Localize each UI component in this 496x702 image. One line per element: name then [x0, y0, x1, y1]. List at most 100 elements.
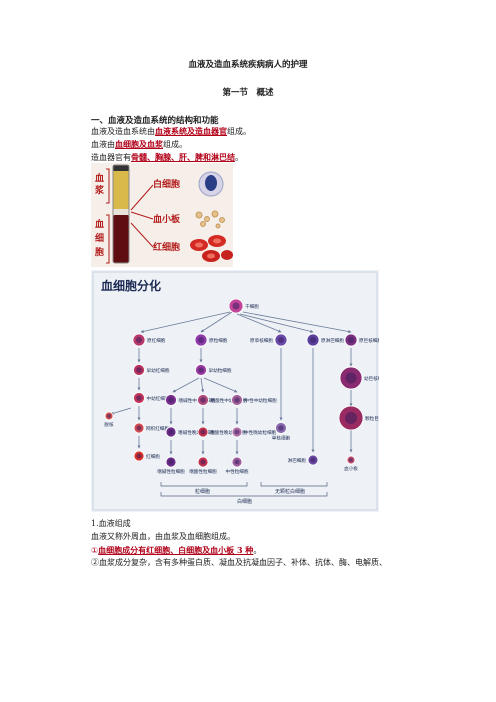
nucleus-icon [107, 414, 111, 418]
bracket-leukocyte: 白细胞 [237, 498, 252, 505]
cell-node-early-erythro: 早幼红细胞 [133, 364, 170, 376]
cell-label: 早幼粒细胞 [209, 367, 232, 374]
cell-node-mid-erythro: 中幼红细胞 [133, 392, 170, 404]
side-label: 血 [95, 172, 104, 184]
cell-node-stem: 干细胞 [228, 298, 259, 314]
text: 组成。 [227, 127, 251, 136]
nucleus-icon [310, 337, 316, 343]
side-label: 胞 [94, 246, 104, 258]
highlight: 血液系统及造血器官 [155, 126, 227, 136]
cell-node-mono: 单核细胞 [272, 422, 291, 442]
label-platelet: 血小板 [153, 213, 181, 225]
cell-label: 原粒细胞 [209, 337, 228, 344]
cell-label: 嗜酸性晚幼粒细胞 [210, 429, 247, 436]
nucleus-icon [278, 425, 284, 431]
highlight: 骨髓、胸腺、肝、脾和淋巴结 [131, 152, 235, 162]
cell-node-baso-late: 嗜碱性晚幼粒细胞 [165, 426, 215, 438]
label-rbc: 红细胞 [153, 241, 180, 253]
cell-node-early-granulo: 早幼粒细胞 [195, 364, 232, 376]
nucleus-icon [198, 367, 204, 373]
paragraph-blood: 血液由血细胞及血浆组成。 [91, 139, 187, 150]
text: 。 [235, 153, 243, 162]
cell-node-baso: 嗜碱性粒细胞 [157, 456, 185, 475]
text: 组成。 [163, 140, 187, 149]
label-wbc: 白细胞 [153, 178, 180, 190]
text: 血液由 [91, 140, 115, 149]
cell-label: 中幼红细胞 [147, 395, 170, 402]
cell-differentiation-chart: 血细胞分化 干细胞原红细胞原粒细胞原单核细胞原淋巴细胞原巨核细胞早幼红细胞早幼粒… [91, 270, 379, 512]
cell-node-eos-late: 嗜酸性晚幼粒细胞 [197, 426, 247, 438]
nucleus-icon [168, 429, 174, 435]
nucleus-icon [345, 372, 357, 384]
highlight: 血细胞及血浆 [115, 139, 163, 149]
cell-label: 嗜酸性中幼粒细胞 [211, 397, 248, 404]
cell-node-eos: 嗜酸性粒细胞 [189, 456, 217, 475]
cell-node-granular-mega: 颗粒巨核细胞 [338, 405, 379, 431]
blood-tube-illustration: 血 浆 血 细 胞 白细胞 血小 [91, 163, 233, 267]
heading-structure: 一、血液及造血系统的结构和功能 [91, 116, 219, 126]
nucleus-icon [168, 397, 174, 403]
cell-label: 中性中幼粒细胞 [245, 397, 278, 404]
cell-label: 颗粒巨核细胞 [365, 415, 379, 422]
cell-label: 中性晚幼粒细胞 [244, 429, 277, 436]
cell-label: 原单核细胞 [250, 337, 273, 344]
side-label: 浆 [94, 184, 105, 196]
red-cell-icon [190, 235, 233, 262]
cell-node-lympho: 淋巴细胞 [288, 454, 319, 466]
bullet-plasma: ②血浆成分复杂，含有多种蛋白质、凝血及抗凝血因子、补体、抗体、酶、电解质、 [91, 558, 387, 567]
nucleus-icon [198, 337, 204, 343]
cell-label: 脱核 [104, 421, 114, 428]
cell-label: 原淋巴细胞 [321, 337, 344, 344]
cell-node-platelet: 血小板 [344, 455, 358, 472]
paragraph-organs: 造血器官有骨髓、胸腺、肝、脾和淋巴结。 [91, 152, 243, 163]
nucleus-icon [278, 337, 284, 343]
cell-label: 红细胞 [146, 453, 160, 460]
cell-label: 早幼红细胞 [147, 367, 170, 374]
document-title: 血液及造血系统疾病病人的护理 [188, 60, 308, 70]
bracket-granulocyte: 粒细胞 [195, 488, 210, 495]
section-title: 第一节 概述 [222, 88, 274, 98]
cell-node-nucleus-out: 脱核 [104, 411, 114, 428]
bracket-agranulocyte: 无颗粒白细胞 [275, 488, 305, 495]
side-label: 细 [95, 232, 104, 244]
cell-label: 淋巴细胞 [288, 457, 307, 464]
nucleus-icon [168, 459, 174, 465]
nucleus-icon [232, 302, 240, 310]
blood-tube-figure: 血 浆 血 细 胞 白细胞 血小 [91, 163, 233, 267]
cell-node-baso-mid: 嗜碱性中幼粒细胞 [165, 394, 216, 406]
cell-differentiation-diagram: 血细胞分化 干细胞原红细胞原粒细胞原单核细胞原淋巴细胞原巨核细胞早幼红细胞早幼粒… [91, 270, 379, 512]
cell-label: 幼巨核细胞 [364, 375, 379, 382]
chart-title: 血细胞分化 [101, 278, 161, 293]
cell-label: 单核细胞 [272, 435, 291, 442]
text: 。 [253, 546, 262, 555]
cell-node-neut-mid: 中性中幼粒细胞 [231, 394, 278, 406]
bullet-mark: ① [91, 546, 99, 555]
cell-label: 干细胞 [245, 303, 259, 310]
cell-node-mega-root: 原巨核细胞 [344, 333, 379, 347]
highlight: 血细胞成分有红细胞、白细胞及血小板 3 种 [98, 545, 254, 555]
nucleus-icon [349, 458, 353, 462]
cell-node-neut-late: 中性晚幼粒细胞 [231, 426, 277, 438]
nucleus-icon [136, 337, 142, 343]
cell-node-immature-mega: 幼巨核细胞 [339, 366, 379, 390]
cell-label: 嗜碱性中幼粒细胞 [179, 397, 216, 404]
cell-node-granulo-root: 原粒细胞 [194, 333, 228, 347]
nucleus-icon [136, 395, 142, 401]
text: 血液及造血系统由 [91, 127, 155, 136]
nucleus-icon [200, 429, 206, 435]
item-blood-composition: 1.血液组成 [91, 519, 131, 528]
nucleus-icon [234, 429, 240, 435]
cell-label: 嗜酸性粒细胞 [189, 468, 217, 475]
nucleus-icon [310, 457, 316, 463]
cell-node-neut: 中性粒细胞 [226, 456, 249, 475]
cell-label: 嗜碱性晚幼粒细胞 [178, 429, 215, 436]
nucleus-icon [345, 412, 357, 424]
cell-label: 原巨核细胞 [359, 337, 379, 344]
platelet-icon [195, 210, 225, 229]
paragraph-system: 血液及造血系统由血液系统及造血器官组成。 [91, 126, 251, 137]
cell-node-reticulo: 网织红细胞 [133, 422, 169, 434]
cell-node-eos-mid: 嗜酸性中幼粒细胞 [197, 394, 248, 406]
nucleus-icon [136, 367, 142, 373]
nucleus-icon [234, 397, 240, 403]
cell-node-mono-root: 原单核细胞 [250, 333, 288, 347]
